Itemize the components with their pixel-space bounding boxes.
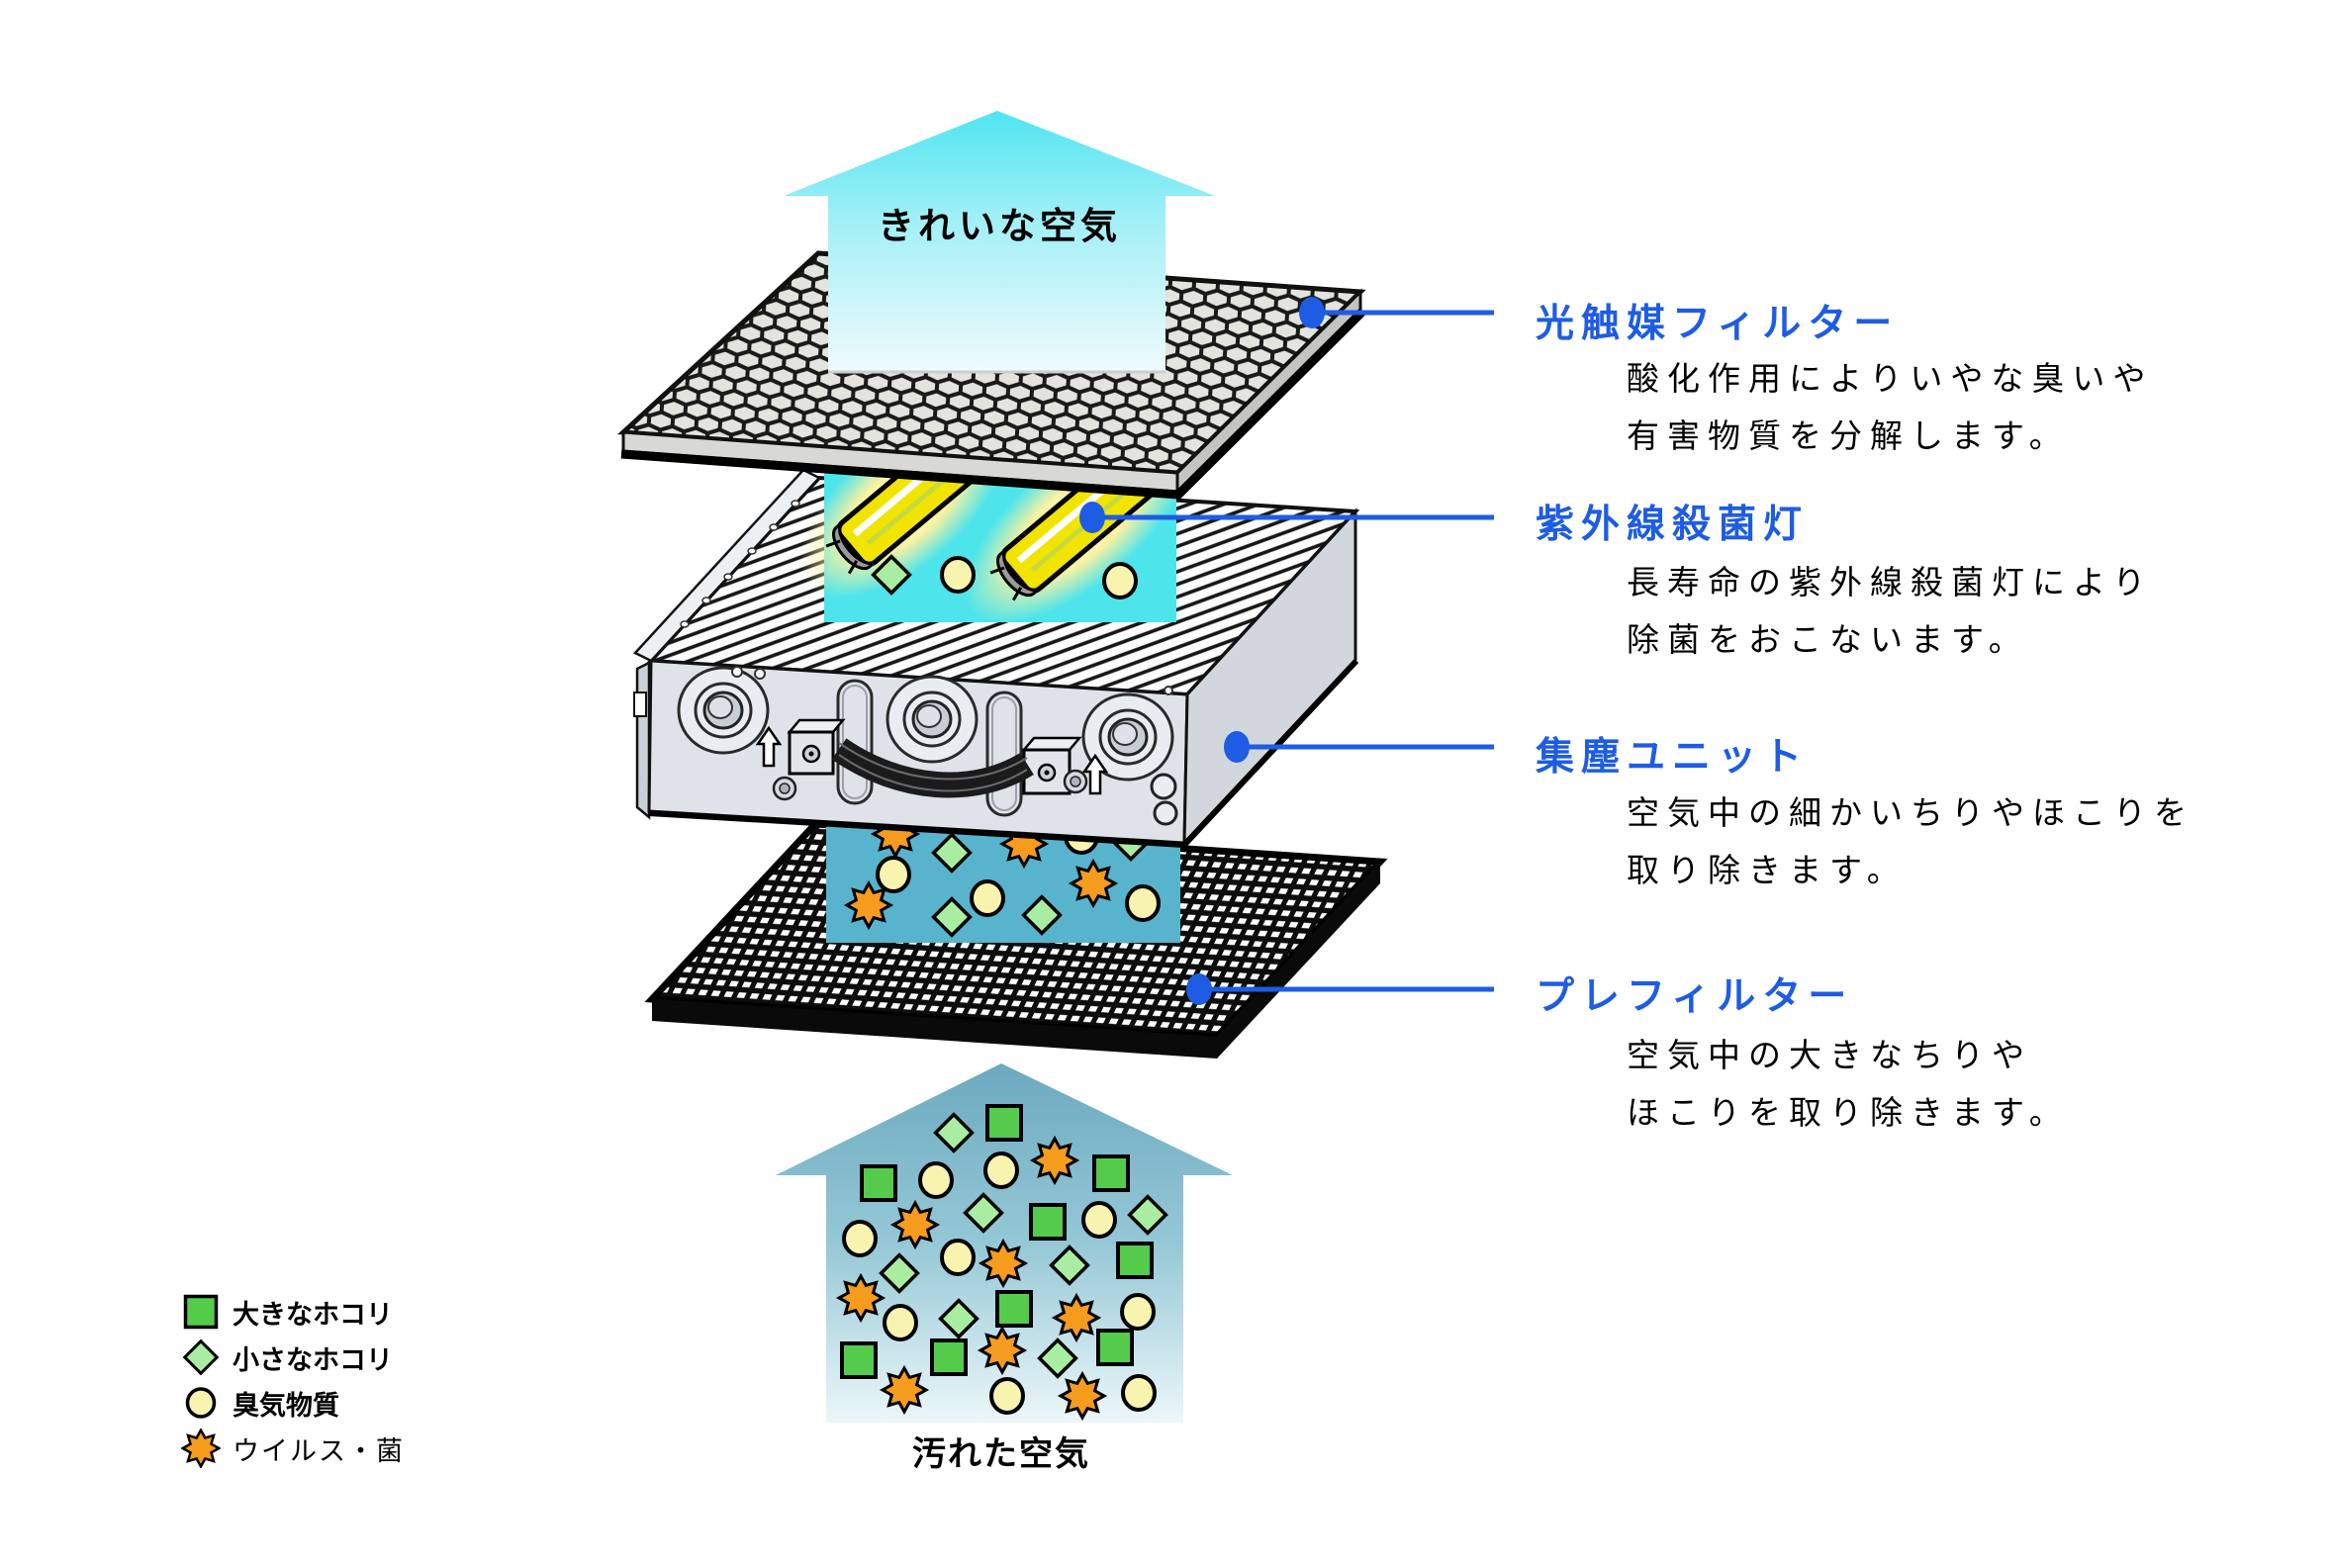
callout-title: 集塵ユニット — [1536, 735, 1810, 780]
particle-legend: 大きなホコリ 小さなホコリ 臭気物質 ウイルス・菌 — [181, 1289, 405, 1471]
callout-desc-line: 空気中の大きなちりや — [1627, 1036, 2032, 1074]
connector-dot-uv-lamp — [1079, 502, 1105, 533]
legend-label: 臭気物質 — [233, 1390, 339, 1422]
clean-air-label: きれいな空気 — [878, 205, 1121, 247]
callout-title: プレフィルター — [1536, 974, 1854, 1019]
large-dust-square-icon — [183, 1294, 219, 1330]
callout-desc-line: 長寿命の紫外線殺菌灯により — [1627, 563, 2154, 601]
small-dust-diamond-icon — [182, 1338, 220, 1376]
rivet-holes — [680, 500, 800, 628]
odor-substance-circle-icon — [185, 1387, 217, 1419]
legend-item-small-dust: 小さなホコリ — [181, 1335, 405, 1380]
callout-desc-line: 有害物質を分解します。 — [1627, 416, 2070, 455]
callout-title: 紫外線殺菌灯 — [1536, 503, 1810, 547]
dirty-air-label: 汚れた空気 — [912, 1434, 1090, 1474]
callout-connectors — [1079, 297, 1494, 1005]
callout-title: 光触媒フィルター — [1536, 302, 1900, 346]
connector-dot-dust-unit — [1224, 731, 1250, 763]
dirty-air-arrow — [776, 1063, 1233, 1423]
handle — [787, 718, 1082, 798]
legend-label: ウイルス・菌 — [233, 1435, 405, 1467]
legend-item-large-dust: 大きなホコリ — [181, 1289, 405, 1335]
legend-label: 大きなホコリ — [233, 1299, 393, 1331]
legend-label: 小さなホコリ — [233, 1344, 393, 1376]
vent-slots — [836, 679, 1023, 817]
connector-dot-pre-filter — [1186, 973, 1212, 1005]
callout-desc-line: 取り除きます。 — [1627, 851, 1908, 889]
virus-bacteria-star-icon — [181, 1429, 221, 1468]
connector-dot-photocatalytic — [1299, 297, 1325, 328]
clean-air-arrow — [784, 111, 1215, 374]
callout-desc-line: 空気中の細かいちりやほこりを — [1627, 793, 2194, 832]
callout-desc-line: 除菌をおこないます。 — [1627, 620, 2029, 659]
front-detail-icons — [731, 666, 1178, 826]
callout-desc-line: ほこりを取り除きます。 — [1627, 1093, 2070, 1132]
callout-desc-line: 酸化作用によりいやな臭いや — [1627, 359, 2154, 398]
legend-item-virus: ウイルス・菌 — [181, 1426, 405, 1471]
vent-circles — [677, 666, 1174, 782]
legend-item-odor: 臭気物質 — [181, 1380, 405, 1426]
